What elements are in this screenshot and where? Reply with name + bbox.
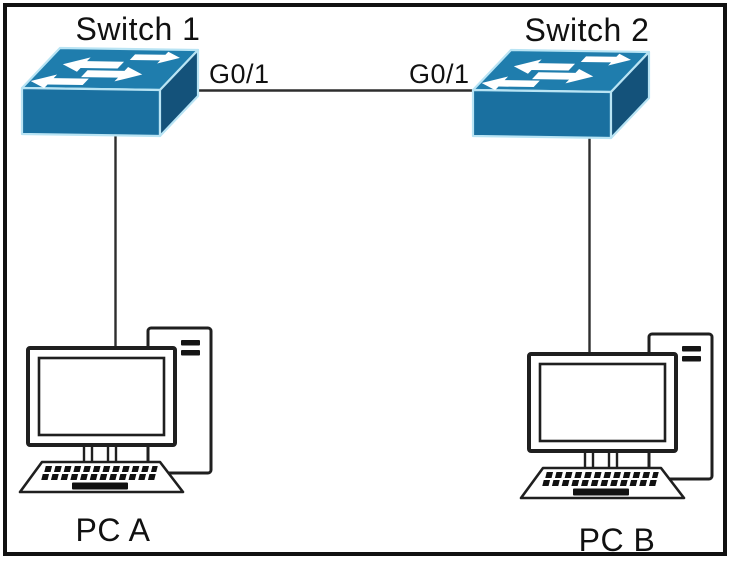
pc-b-icon [521, 334, 712, 498]
switch2-icon [473, 50, 649, 138]
diagram-border [3, 3, 727, 556]
switch1-label: Switch 1 [75, 11, 201, 47]
pc-a-icon [20, 328, 211, 492]
switch1-icon [22, 48, 198, 136]
pc-a-label: PC A [75, 512, 151, 548]
pc-b-label: PC B [578, 522, 656, 558]
port-label-switch2-g01: G0/1 [409, 59, 470, 89]
switch2-label: Switch 2 [524, 12, 650, 48]
port-label-switch1-g01: G0/1 [209, 59, 270, 89]
